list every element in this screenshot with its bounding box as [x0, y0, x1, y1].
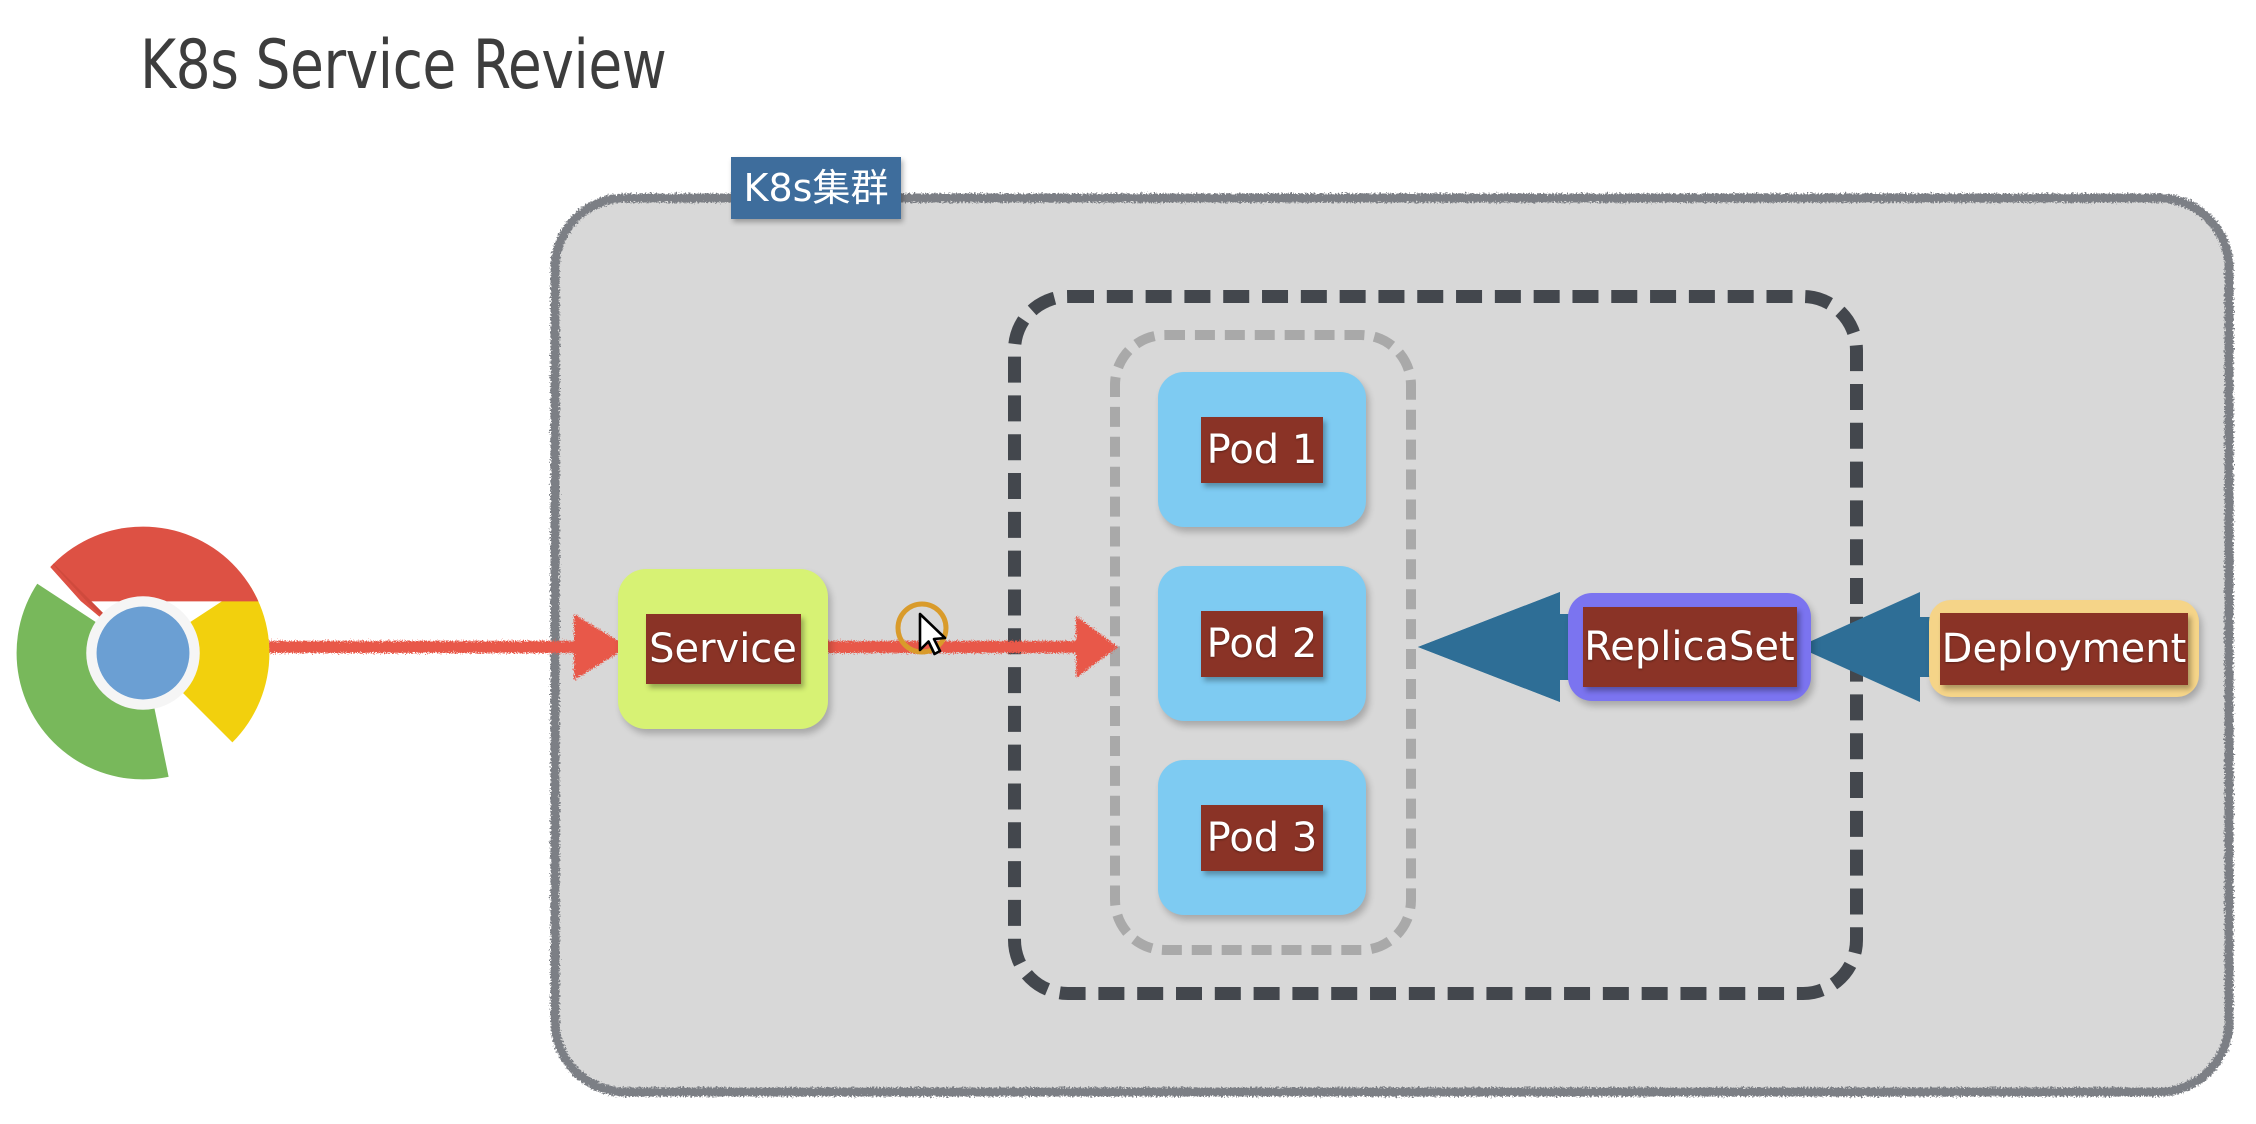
- cluster-label: K8s集群: [731, 157, 901, 219]
- service-label: Service: [645, 614, 801, 684]
- chrome-logo-icon: [14, 524, 272, 782]
- service-node[interactable]: Service: [618, 569, 828, 729]
- pod-label-1: Pod 1: [1201, 416, 1323, 483]
- pod-label-2: Pod 2: [1201, 610, 1323, 677]
- pod-node-2[interactable]: Pod 2: [1158, 566, 1366, 721]
- pointer-arrow-icon: [918, 612, 947, 656]
- pod-node-3[interactable]: Pod 3: [1158, 760, 1366, 915]
- deployment-label: Deployment: [1940, 612, 2188, 685]
- pod-label-3: Pod 3: [1201, 804, 1323, 871]
- pod-node-1[interactable]: Pod 1: [1158, 372, 1366, 527]
- mouse-cursor: [888, 600, 960, 672]
- page-title: K8s Service Review: [140, 26, 667, 105]
- deployment-scope-boundary: [1008, 290, 1863, 1000]
- replicaset-label: ReplicaSet: [1582, 607, 1797, 687]
- deployment-node[interactable]: Deployment: [1929, 600, 2199, 697]
- replicaset-node[interactable]: ReplicaSet: [1568, 593, 1811, 701]
